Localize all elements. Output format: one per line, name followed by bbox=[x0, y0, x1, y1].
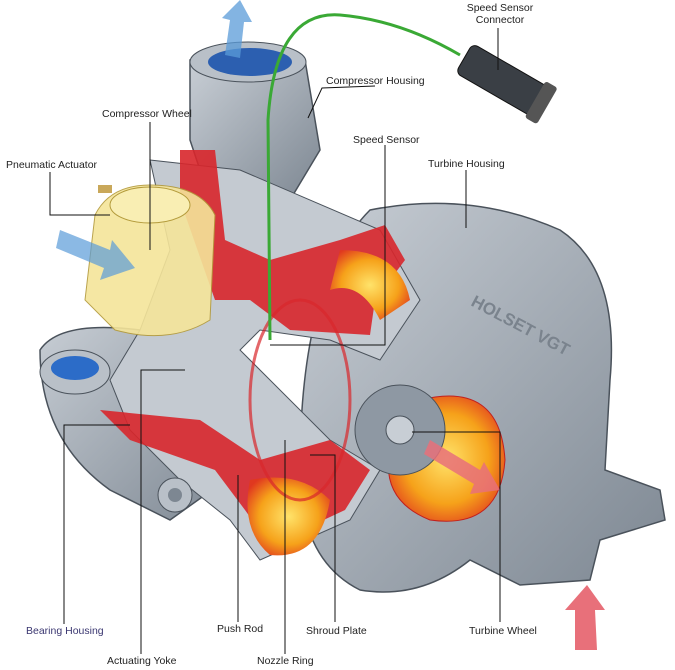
label-push-rod: Push Rod bbox=[217, 623, 264, 635]
label-compressor-wheel: Compressor Wheel bbox=[102, 108, 192, 120]
label-actuating-yoke: Actuating Yoke bbox=[107, 655, 177, 667]
intake-air-arrow-icon bbox=[56, 230, 135, 280]
label-turbine-housing: Turbine Housing bbox=[428, 158, 505, 170]
label-bearing-housing: Bearing Housing bbox=[26, 625, 104, 637]
label-shroud-plate: Shroud Plate bbox=[306, 625, 367, 637]
label-line: Connector bbox=[475, 14, 525, 26]
label-nozzle-ring: Nozzle Ring bbox=[257, 655, 314, 667]
label-line: Speed Sensor bbox=[466, 2, 534, 14]
exhaust-gas-in-arrow-icon bbox=[565, 585, 605, 650]
label-turbine-wheel: Turbine Wheel bbox=[469, 625, 537, 637]
turbine-wheel bbox=[248, 298, 446, 502]
speed-sensor-wire bbox=[266, 13, 461, 341]
compressed-air-arrow-icon bbox=[222, 0, 252, 58]
label-pneumatic-actuator: Pneumatic Actuator bbox=[6, 159, 98, 171]
speed-sensor-connector bbox=[457, 45, 557, 124]
leader-lines bbox=[49, 28, 501, 654]
exhaust-gas-out-arrow-icon bbox=[424, 440, 500, 494]
label-speed-sensor-connector: Speed Sensor Connector bbox=[460, 2, 540, 26]
label-compressor-housing: Compressor Housing bbox=[326, 75, 425, 87]
label-speed-sensor: Speed Sensor bbox=[353, 134, 420, 146]
